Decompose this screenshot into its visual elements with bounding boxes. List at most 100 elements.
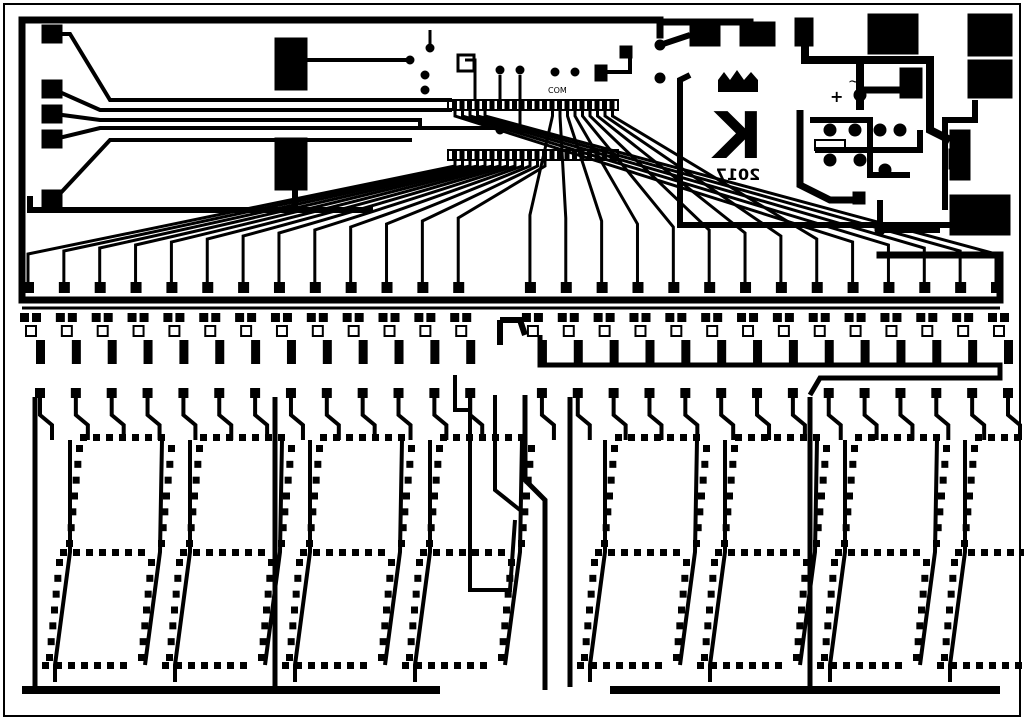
lower-trace — [288, 398, 305, 440]
header-side-trace — [498, 75, 522, 125]
lower-pad — [859, 388, 870, 398]
segment-trace — [678, 439, 699, 666]
segment-pad — [86, 549, 93, 556]
segment-pad — [950, 662, 957, 669]
transistor-pad — [896, 340, 906, 364]
segment-pad — [501, 622, 509, 630]
segment-pad — [432, 476, 440, 484]
segment-pad — [793, 654, 800, 661]
segment-pad — [1007, 549, 1014, 556]
via — [420, 85, 430, 95]
segment-pad — [312, 476, 320, 484]
segment-pad — [264, 590, 272, 598]
lower-pad — [931, 388, 942, 398]
resistor-pad — [880, 313, 890, 322]
segment-pad — [499, 638, 507, 646]
center-trace — [493, 395, 522, 512]
segment-pad — [55, 662, 62, 669]
segment-pad — [73, 549, 80, 556]
resistor-pad — [629, 313, 639, 322]
segment-pad — [194, 460, 202, 468]
fan-trace — [558, 108, 568, 286]
resistor-pad — [450, 313, 460, 322]
lower-pad — [285, 388, 296, 398]
segment-pad — [900, 549, 907, 556]
segment-pad — [132, 434, 139, 441]
upper-pad — [58, 282, 70, 293]
segment-pad — [577, 662, 584, 669]
segment-pad — [969, 460, 977, 468]
upper-pad — [740, 282, 752, 293]
resistor-pad — [103, 313, 113, 322]
segment-pad — [941, 460, 949, 468]
segment-pad — [704, 622, 712, 630]
segment-pad — [145, 434, 152, 441]
segment-pad — [326, 549, 333, 556]
segment-pad — [843, 662, 850, 669]
segment-pad — [846, 492, 853, 500]
logo-mark: K 2017 — [711, 70, 763, 184]
upper-pad — [704, 282, 716, 293]
segment-pad — [259, 638, 267, 646]
header-pin — [602, 101, 607, 109]
transistor-pad — [609, 340, 619, 364]
segment-pad — [480, 662, 487, 669]
segment-pad — [800, 434, 807, 441]
segment-pad — [141, 622, 149, 630]
transistor-pad — [968, 340, 978, 364]
segment-pad — [823, 445, 830, 452]
segment-pad — [412, 590, 420, 598]
segment-pad — [172, 590, 180, 598]
upper-pad — [202, 282, 214, 293]
upper-pad — [94, 282, 106, 293]
segment-pad — [941, 654, 948, 661]
transistor-pad — [358, 340, 368, 364]
resistor-pad — [557, 313, 567, 322]
lower-trace — [611, 398, 628, 440]
segment-pad — [589, 574, 597, 582]
segment-pad — [923, 559, 930, 566]
header-side-pad — [619, 45, 633, 59]
segment-trace — [588, 440, 607, 682]
segment-pad — [829, 574, 837, 582]
segment-pad — [252, 434, 259, 441]
segment-pad — [881, 434, 888, 441]
via — [515, 65, 525, 75]
resistor-pad — [772, 313, 782, 322]
upper-pad — [130, 282, 142, 293]
header-pin — [564, 151, 570, 159]
via — [550, 67, 560, 77]
segment-pad — [711, 559, 718, 566]
power-pad — [867, 13, 919, 55]
segment-pad — [434, 460, 442, 468]
segment-pad — [240, 662, 247, 669]
transistor-pad — [107, 340, 117, 364]
transistor-pad — [71, 340, 81, 364]
segment-pad — [780, 549, 787, 556]
segment-pad — [365, 549, 372, 556]
via — [405, 55, 415, 65]
segment-pad — [946, 606, 953, 614]
sm-component — [814, 139, 846, 151]
header-pin — [459, 101, 465, 109]
transistor-outline — [311, 325, 324, 337]
segment-pad — [431, 492, 438, 500]
segment-pad — [831, 559, 838, 566]
upper-pad — [991, 282, 1002, 293]
fan-trace — [420, 158, 539, 286]
segment-pad — [265, 434, 272, 441]
segment-pad — [709, 574, 717, 582]
segment-pad — [976, 662, 983, 669]
segment-pad — [206, 549, 213, 556]
segment-pad — [582, 638, 590, 646]
lower-pad — [752, 388, 763, 398]
segment-pad — [314, 460, 322, 468]
header-pin — [504, 101, 510, 109]
segment-pad — [214, 662, 221, 669]
segment-pad — [894, 434, 901, 441]
transistor-pad — [932, 340, 942, 364]
transistor-pad — [645, 340, 655, 364]
segment-pad — [916, 622, 924, 630]
segment-pad — [74, 460, 82, 468]
segment-pad — [667, 434, 674, 441]
